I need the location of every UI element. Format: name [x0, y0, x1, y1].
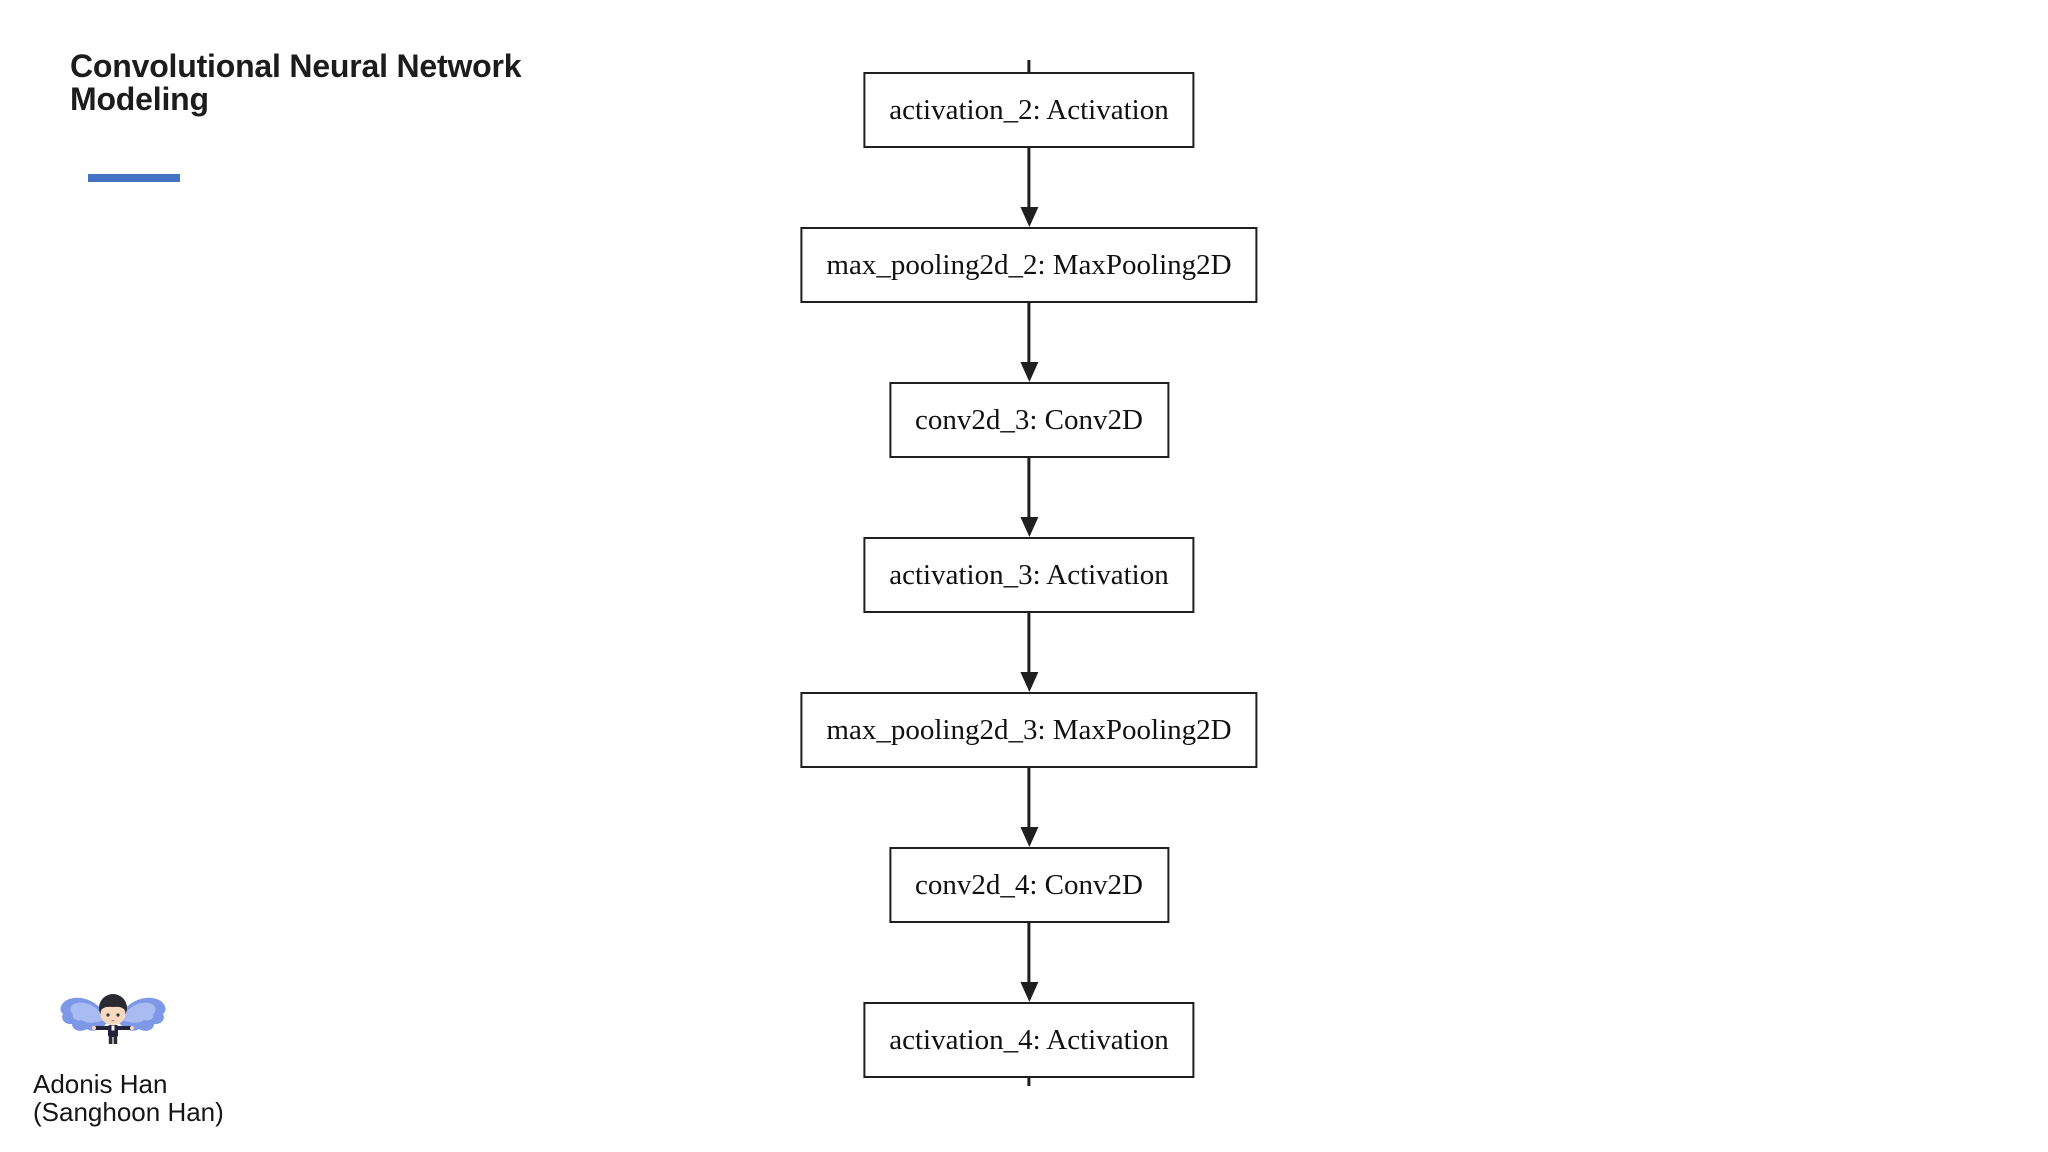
arrow-line — [1027, 613, 1031, 672]
arrow-line — [1027, 923, 1031, 982]
layer-node: activation_4: Activation — [863, 1002, 1195, 1078]
winged-chibi-character-icon — [60, 994, 166, 1044]
layer-node-label: activation_2: Activation — [889, 93, 1169, 126]
arrow-head-icon — [1019, 827, 1038, 847]
page-title: Convolutional Neural Network Modeling — [70, 48, 522, 117]
arrow-head-icon — [1019, 207, 1038, 227]
layer-node: activation_3: Activation — [863, 537, 1195, 613]
layer-node: max_pooling2d_3: MaxPooling2D — [800, 692, 1258, 768]
flow-arrow — [1019, 923, 1038, 1002]
layer-node: max_pooling2d_2: MaxPooling2D — [800, 227, 1258, 303]
arrow-head-icon — [1019, 672, 1038, 692]
arrow-line — [1027, 768, 1031, 827]
outgoing-edge-stub — [1027, 1078, 1031, 1086]
layer-node: conv2d_4: Conv2D — [889, 847, 1169, 923]
author-block: Adonis Han (Sanghoon Han) — [33, 1070, 224, 1126]
flow-arrow — [1019, 613, 1038, 692]
cnn-layer-diagram: activation_2: Activation max_pooling2d_2… — [800, 60, 1258, 1086]
flow-arrow — [1019, 148, 1038, 227]
arrow-line — [1027, 148, 1031, 207]
arrow-line — [1027, 303, 1031, 362]
title-accent-bar — [88, 174, 180, 182]
author-alt-name: (Sanghoon Han) — [33, 1097, 224, 1127]
arrow-head-icon — [1019, 517, 1038, 537]
layer-node-label: conv2d_3: Conv2D — [915, 403, 1143, 436]
layer-node-label: conv2d_4: Conv2D — [915, 868, 1143, 901]
flow-arrow — [1019, 768, 1038, 847]
incoming-edge-stub — [1027, 60, 1031, 72]
layer-node-label: activation_4: Activation — [889, 1023, 1169, 1056]
arrow-line — [1027, 458, 1031, 517]
layer-node-label: max_pooling2d_2: MaxPooling2D — [826, 248, 1232, 281]
layer-node-label: activation_3: Activation — [889, 558, 1169, 591]
flow-arrow — [1019, 458, 1038, 537]
flow-arrow — [1019, 303, 1038, 382]
arrow-head-icon — [1019, 362, 1038, 382]
author-name: Adonis Han — [33, 1069, 168, 1099]
arrow-head-icon — [1019, 982, 1038, 1002]
layer-node: conv2d_3: Conv2D — [889, 382, 1169, 458]
layer-node: activation_2: Activation — [863, 72, 1195, 148]
layer-node-label: max_pooling2d_3: MaxPooling2D — [826, 713, 1232, 746]
